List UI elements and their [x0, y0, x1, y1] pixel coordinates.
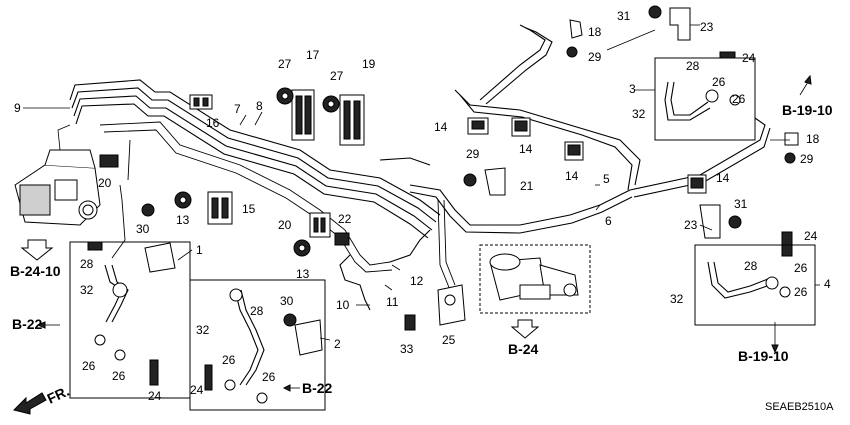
callout-2: 2 [334, 337, 341, 351]
callout-6: 6 [605, 214, 612, 228]
callout-29: 29 [800, 152, 814, 166]
callout-32: 32 [632, 107, 646, 121]
b24-arrow [510, 319, 540, 339]
callout-26: 26 [262, 370, 276, 384]
callout-23: 23 [700, 20, 714, 34]
callout-23: 23 [684, 218, 698, 232]
callout-31: 31 [617, 9, 631, 23]
callout-15: 15 [242, 202, 256, 216]
reference-arrows [13, 74, 812, 415]
callout-26: 26 [112, 369, 126, 383]
callout-21: 21 [520, 179, 534, 193]
callout-5: 5 [603, 172, 610, 186]
callout-24: 24 [190, 383, 204, 397]
callout-24: 24 [148, 389, 162, 403]
callout-29: 29 [588, 50, 602, 64]
callout-13: 13 [296, 267, 310, 281]
abs-modulator-unit [14, 124, 101, 226]
callout-26: 26 [794, 261, 808, 275]
front-direction-label: FR. [45, 383, 72, 407]
ref-b22-left: B-22 [12, 316, 43, 332]
callout-18: 18 [588, 25, 602, 39]
callout-12: 12 [410, 274, 424, 288]
callout-10: 10 [336, 298, 350, 312]
callout-27: 27 [278, 57, 292, 71]
callout-14: 14 [565, 169, 579, 183]
callout-30: 30 [280, 294, 294, 308]
ref-b24: B-24 [508, 341, 539, 357]
rear-left-hose-assembly [189, 279, 326, 411]
callout-26: 26 [82, 359, 96, 373]
callout-8: 8 [256, 99, 263, 113]
callout-9: 9 [14, 101, 21, 115]
b24-10-arrow [20, 239, 54, 261]
reference-labels: B-24-10 B-22 B-22 B-24 B-19-10 B-19-10 F… [10, 102, 834, 413]
ref-b24-10: B-24-10 [10, 263, 61, 279]
ref-b19-10-bottom: B-19-10 [738, 348, 789, 364]
small-parts [99, 5, 799, 391]
callout-18: 18 [806, 132, 820, 146]
callout-26: 26 [712, 75, 726, 89]
brake-pipe-bundle [69, 24, 771, 311]
callout-14: 14 [434, 120, 448, 134]
callout-26: 26 [732, 92, 746, 106]
callout-19: 19 [362, 57, 376, 71]
callout-26: 26 [222, 353, 236, 367]
callout-16: 16 [206, 116, 220, 130]
callout-4: 4 [824, 277, 831, 291]
master-cylinder [479, 244, 591, 314]
callout-22: 22 [338, 212, 352, 226]
callout-11: 11 [386, 295, 399, 309]
callout-32: 32 [80, 283, 94, 297]
rear-right-hose-assembly [694, 244, 816, 326]
callout-14: 14 [519, 142, 533, 156]
front-direction-arrow [13, 392, 47, 415]
callout-14: 14 [716, 171, 730, 185]
proportioning-valve [437, 284, 466, 326]
callout-labels: 1 2 3 4 5 6 7 8 9 10 11 12 13 13 14 14 1… [14, 9, 831, 403]
ref-b22-bottom: B-22 [302, 380, 333, 396]
callout-20: 20 [278, 218, 292, 232]
callout-7: 7 [234, 102, 241, 116]
callout-26: 26 [794, 285, 808, 299]
front-left-hose-assembly [69, 241, 191, 399]
callout-28: 28 [250, 304, 264, 318]
callout-20: 20 [98, 176, 112, 190]
front-right-hose-assembly [654, 57, 756, 141]
callout-32: 32 [670, 292, 684, 306]
callout-24: 24 [742, 51, 756, 65]
callout-30: 30 [136, 222, 150, 236]
callout-17: 17 [306, 48, 320, 62]
leader-lines [23, 24, 820, 341]
callout-1: 1 [196, 243, 203, 257]
callout-25: 25 [442, 333, 456, 347]
ref-b19-10-top: B-19-10 [782, 102, 833, 118]
callout-28: 28 [686, 59, 700, 73]
callout-29: 29 [466, 147, 480, 161]
diagram-code: SEAEB2510A [765, 401, 834, 413]
callout-27: 27 [330, 69, 344, 83]
callout-33: 33 [400, 342, 414, 356]
callout-13: 13 [176, 213, 190, 227]
callout-31: 31 [734, 197, 748, 211]
callout-24: 24 [804, 229, 818, 243]
callout-28: 28 [744, 259, 758, 273]
callout-28: 28 [80, 257, 94, 271]
callout-32: 32 [196, 323, 210, 337]
callout-3: 3 [629, 82, 636, 96]
